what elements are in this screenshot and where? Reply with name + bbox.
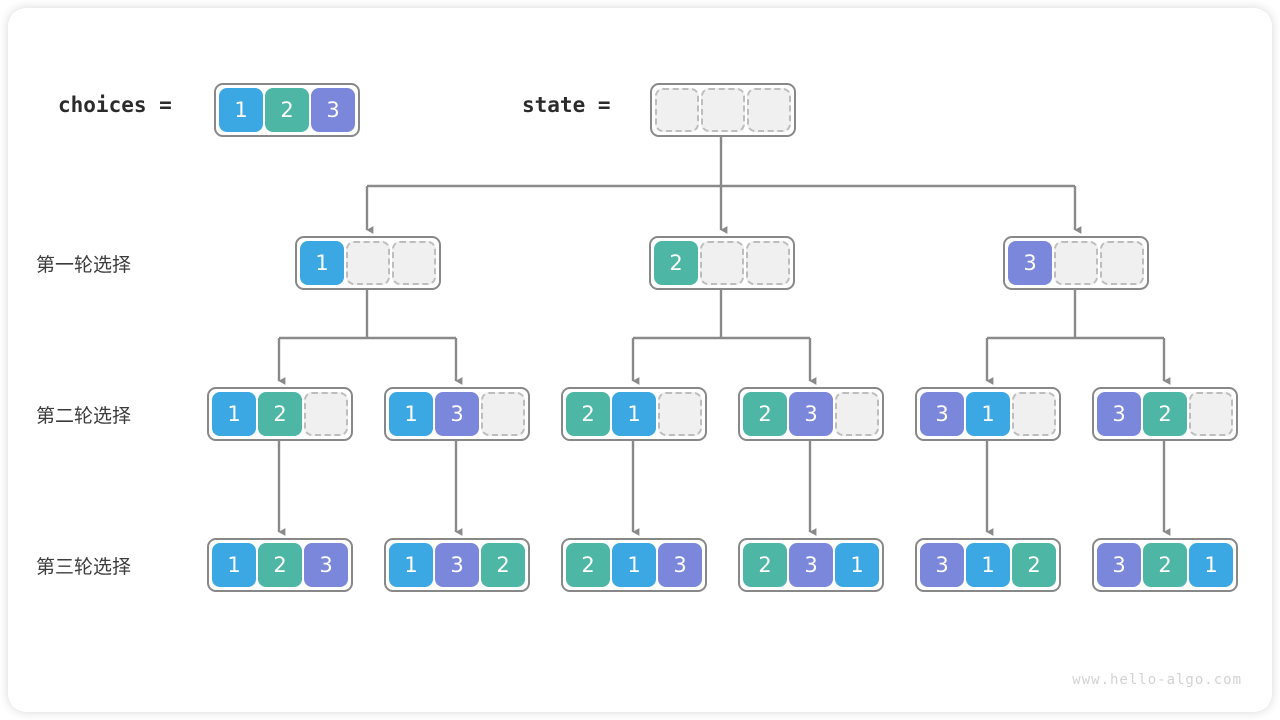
round3-node-1-cell-1: 1 — [212, 543, 256, 587]
round3-node-2-cell-3: 2 — [481, 543, 525, 587]
round1-node-1-empty-cell-3 — [392, 241, 436, 285]
state-empty-cell-2 — [701, 88, 745, 132]
round3-node-2-cell-2: 3 — [435, 543, 479, 587]
choices-cell-2: 2 — [265, 88, 309, 132]
round1-node-2: 2 — [649, 236, 795, 290]
round2-node-4-cell-1: 2 — [743, 392, 787, 436]
round2-node-2-cell-1: 1 — [389, 392, 433, 436]
round1-node-1: 1 — [295, 236, 441, 290]
round2-node-4-cell-2: 3 — [789, 392, 833, 436]
round2-node-6-empty-cell-3 — [1189, 392, 1233, 436]
state-empty-cell-3 — [747, 88, 791, 132]
round3-node-3-cell-2: 1 — [612, 543, 656, 587]
watermark: www.hello-algo.com — [1072, 672, 1242, 688]
choices-cell-1: 1 — [219, 88, 263, 132]
choices-label: choices = — [58, 93, 172, 117]
round1-node-1-empty-cell-2 — [346, 241, 390, 285]
round3-node-5-cell-1: 3 — [920, 543, 964, 587]
choices-cell-3: 3 — [311, 88, 355, 132]
round3-node-3-cell-3: 3 — [658, 543, 702, 587]
row-label-round1: 第一轮选择 — [36, 254, 132, 276]
round3-node-3-cell-1: 2 — [566, 543, 610, 587]
round1-node-3-empty-cell-3 — [1100, 241, 1144, 285]
round1-node-3-cell-1: 3 — [1008, 241, 1052, 285]
round3-node-4-cell-2: 3 — [789, 543, 833, 587]
round2-node-6-cell-2: 2 — [1143, 392, 1187, 436]
round3-node-4-cell-3: 1 — [835, 543, 879, 587]
round2-node-1-cell-2: 2 — [258, 392, 302, 436]
round3-node-6-cell-1: 3 — [1097, 543, 1141, 587]
round2-node-3-empty-cell-3 — [658, 392, 702, 436]
round2-node-5-cell-1: 3 — [920, 392, 964, 436]
round2-node-2-empty-cell-3 — [481, 392, 525, 436]
round2-node-3-cell-1: 2 — [566, 392, 610, 436]
state-empty-cell-1 — [655, 88, 699, 132]
round1-node-2-empty-cell-2 — [700, 241, 744, 285]
state-array — [650, 83, 796, 137]
round1-node-3: 3 — [1003, 236, 1149, 290]
round2-node-6-cell-1: 3 — [1097, 392, 1141, 436]
round3-node-2-cell-1: 1 — [389, 543, 433, 587]
round2-node-3-cell-2: 1 — [612, 392, 656, 436]
round2-node-1-cell-1: 1 — [212, 392, 256, 436]
row-label-round3: 第三轮选择 — [36, 556, 132, 578]
round3-node-5-cell-3: 2 — [1012, 543, 1056, 587]
round3-node-6-cell-2: 2 — [1143, 543, 1187, 587]
round1-node-3-empty-cell-2 — [1054, 241, 1098, 285]
round2-node-5-empty-cell-3 — [1012, 392, 1056, 436]
round2-node-1-empty-cell-3 — [304, 392, 348, 436]
round3-node-1-cell-3: 3 — [304, 543, 348, 587]
round1-node-2-empty-cell-3 — [746, 241, 790, 285]
round3-node-5-cell-2: 1 — [966, 543, 1010, 587]
round3-node-1-cell-2: 2 — [258, 543, 302, 587]
state-label: state = — [522, 93, 611, 117]
round2-node-2-cell-2: 3 — [435, 392, 479, 436]
round3-node-4-cell-1: 2 — [743, 543, 787, 587]
round1-node-1-cell-1: 1 — [300, 241, 344, 285]
round3-node-6-cell-3: 1 — [1189, 543, 1233, 587]
round2-node-4-empty-cell-3 — [835, 392, 879, 436]
round1-node-2-cell-1: 2 — [654, 241, 698, 285]
row-label-round2: 第二轮选择 — [36, 405, 132, 427]
round2-node-5-cell-2: 1 — [966, 392, 1010, 436]
